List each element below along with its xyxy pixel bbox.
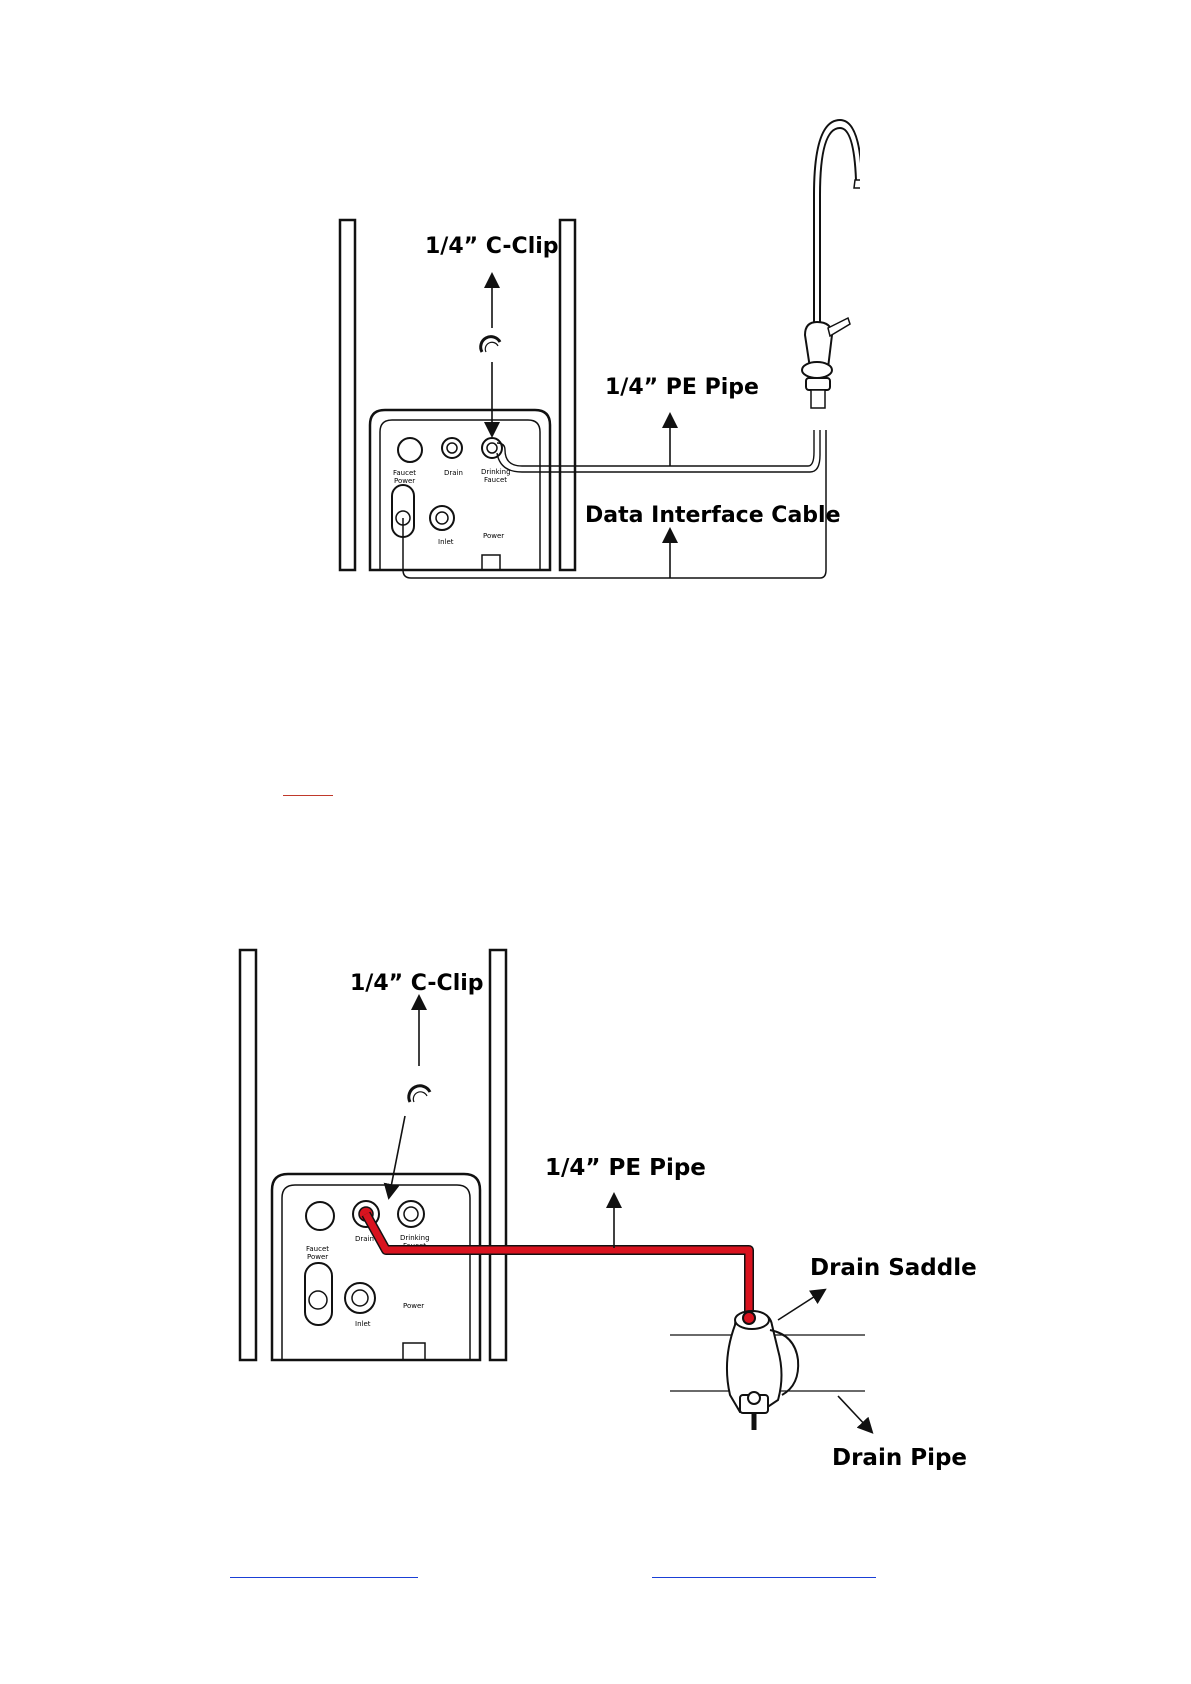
port-faucet-power bbox=[305, 1263, 332, 1325]
c-clip-icon bbox=[481, 337, 500, 352]
port-drinking-faucet bbox=[398, 1201, 424, 1227]
port-label-drinking-1: Drinking bbox=[481, 468, 511, 476]
pe-pipe-label: 1/4” PE Pipe bbox=[545, 1155, 706, 1181]
faucet-connection-diagram: Drain Drinking Faucet Faucet Power Inlet… bbox=[300, 100, 860, 600]
red-underline-rule bbox=[283, 795, 333, 796]
drinking-faucet-icon bbox=[802, 120, 860, 408]
port-label-drinking-2: Faucet bbox=[484, 476, 507, 484]
port-label-drinking-1: Drinking bbox=[400, 1234, 430, 1242]
port-label-drain: Drain bbox=[444, 469, 463, 477]
drain-saddle-arrow bbox=[778, 1293, 820, 1320]
control-panel bbox=[272, 1174, 480, 1360]
drain-pipe-arrow bbox=[838, 1396, 868, 1428]
port-label-power: Power bbox=[403, 1302, 424, 1310]
drain-saddle-label: Drain Saddle bbox=[810, 1255, 977, 1281]
port-label-faucet-power-1: Faucet bbox=[393, 469, 416, 477]
port-drain bbox=[442, 438, 462, 458]
port-blank bbox=[306, 1202, 334, 1230]
port-label-faucet-power-2: Power bbox=[394, 477, 415, 485]
port-label-faucet-power-2: Power bbox=[307, 1253, 328, 1261]
drain-saddle-icon bbox=[727, 1311, 798, 1430]
c-clip-label: 1/4” C-Clip bbox=[425, 234, 559, 259]
c-clip-icon bbox=[409, 1086, 430, 1102]
link-underline-left[interactable] bbox=[230, 1577, 418, 1578]
port-inlet bbox=[430, 506, 454, 530]
port-blank bbox=[398, 438, 422, 462]
port-label-inlet: Inlet bbox=[355, 1320, 371, 1328]
port-label-faucet-power-1: Faucet bbox=[306, 1245, 329, 1253]
data-cable-label: Data Interface Cable bbox=[585, 503, 841, 528]
port-inlet bbox=[345, 1283, 375, 1313]
port-label-drain: Drain bbox=[355, 1235, 374, 1243]
port-drinking-faucet bbox=[482, 438, 502, 458]
drain-pipe-label: Drain Pipe bbox=[832, 1445, 967, 1471]
port-label-inlet: Inlet bbox=[438, 538, 454, 546]
c-clip-label: 1/4” C-Clip bbox=[350, 971, 484, 996]
link-underline-right[interactable] bbox=[652, 1577, 876, 1578]
drain-connection-diagram: Drain Drinking Faucet Faucet Power Inlet… bbox=[200, 880, 980, 1480]
pe-pipe-label: 1/4” PE Pipe bbox=[605, 375, 759, 400]
port-label-power: Power bbox=[483, 532, 504, 540]
